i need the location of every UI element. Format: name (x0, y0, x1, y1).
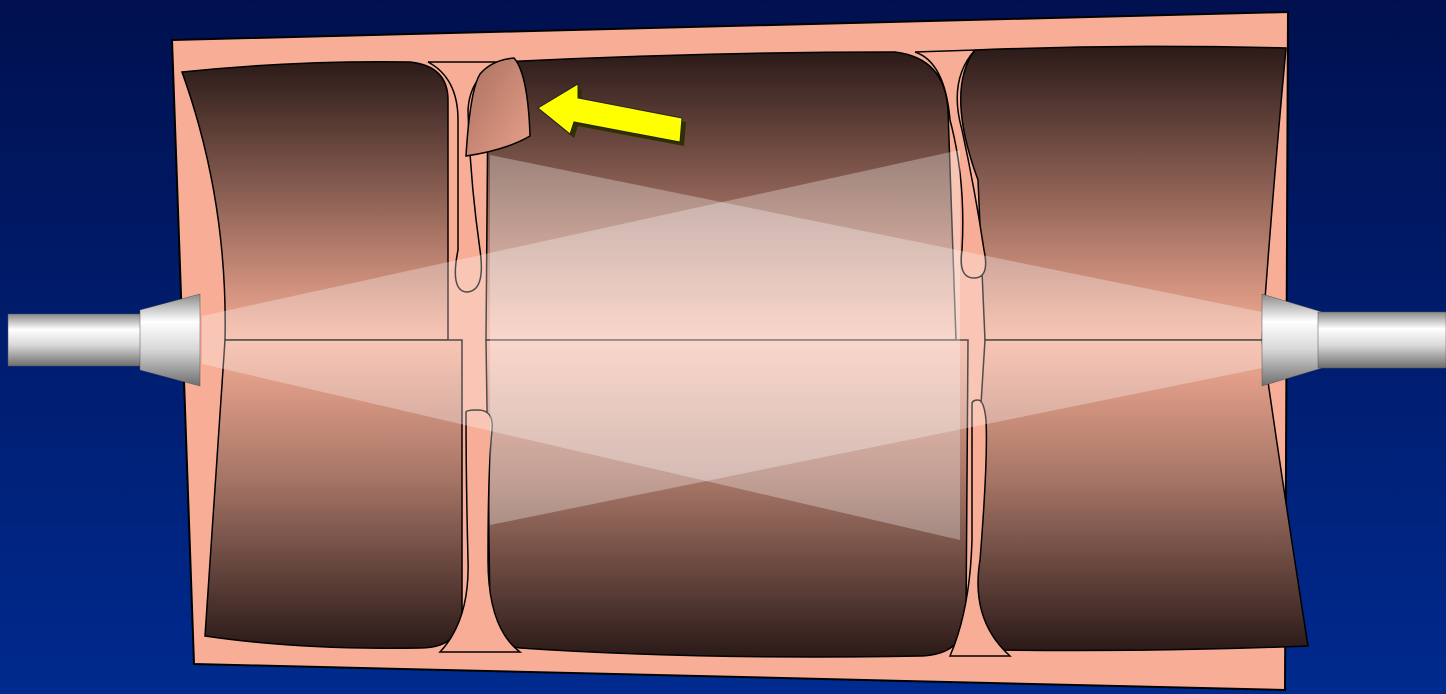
endoscope-probe-icon (1262, 294, 1446, 386)
endoscope-probe-icon (8, 294, 200, 386)
